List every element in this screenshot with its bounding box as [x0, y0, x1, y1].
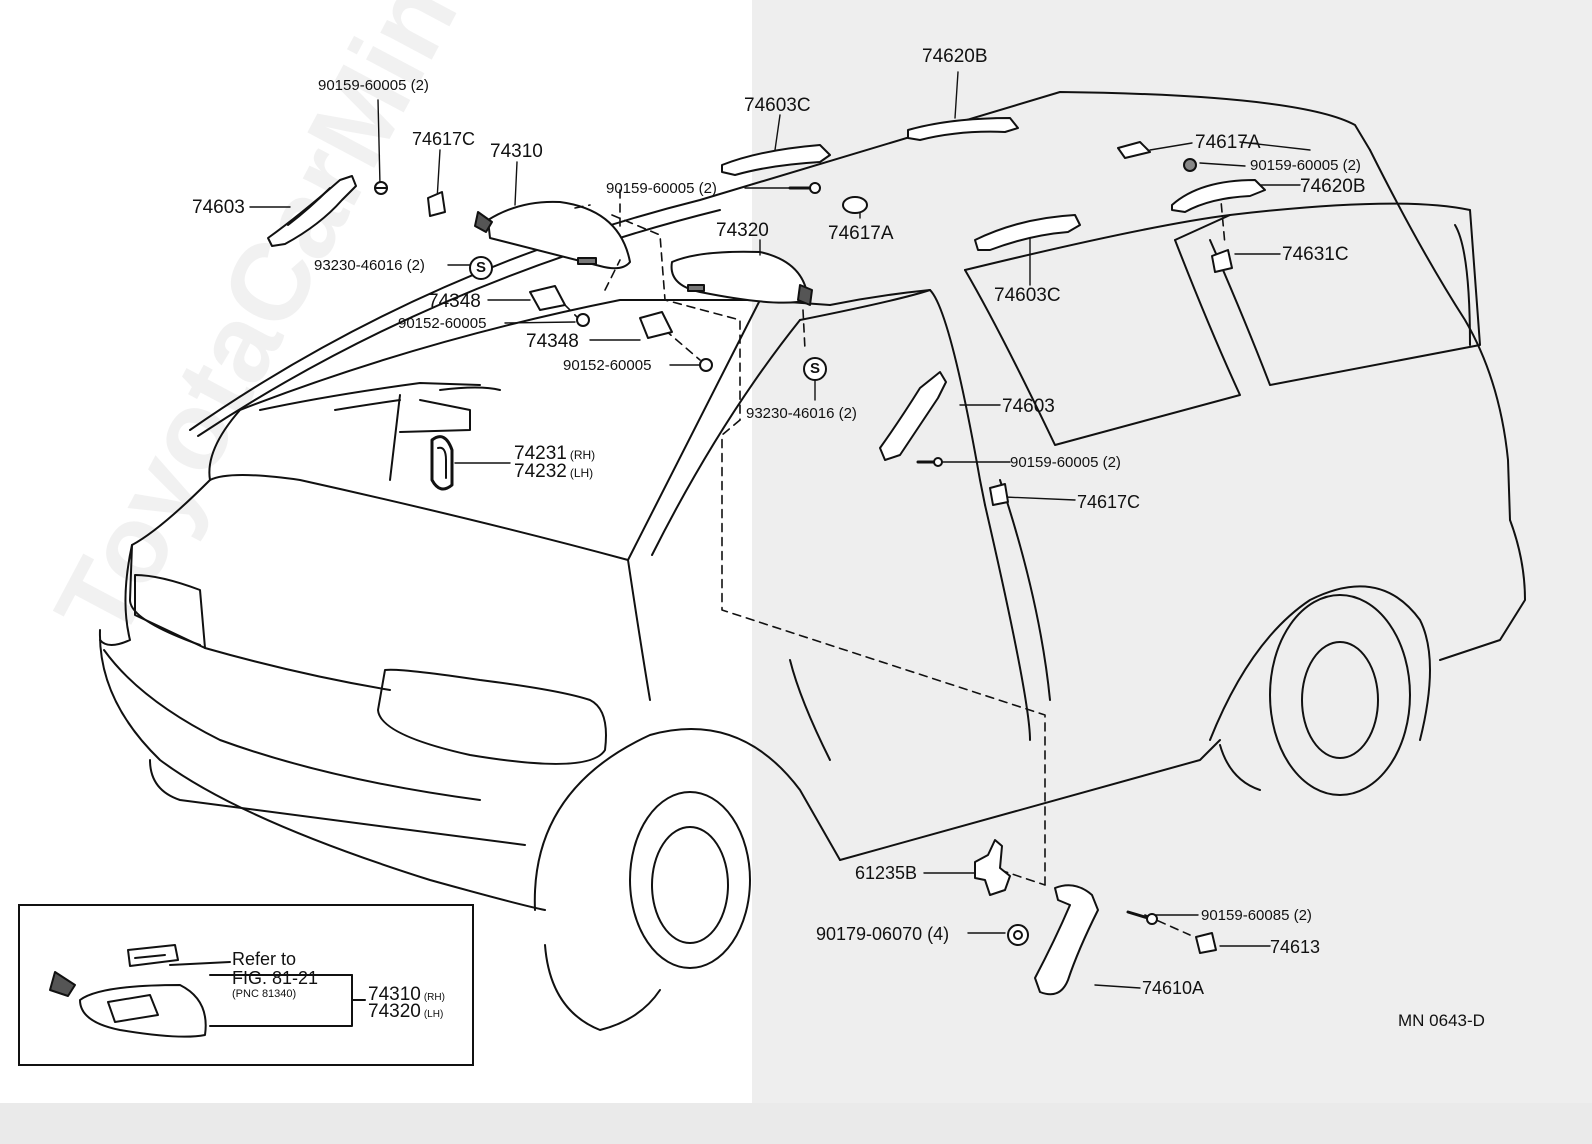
callout-74620b-right: 74620B — [1300, 176, 1366, 197]
callout-74232: 74232(LH) — [514, 462, 593, 481]
callout-90179-06070: 90179-06070 (4) — [816, 924, 950, 944]
bracket-61235b — [974, 839, 1011, 896]
callout-74231-side: (RH) — [569, 448, 596, 462]
callout-74631c: 74631C — [1282, 244, 1349, 265]
screw-90159-mid — [788, 182, 821, 194]
inset-callout-74310: 74310(RH) — [368, 985, 445, 1004]
clip-74613 — [1195, 932, 1217, 954]
sun-visor-74310 — [474, 200, 631, 270]
callout-74617a-right: 74617A — [1195, 132, 1261, 153]
callout-74603c-top: 74603C — [744, 95, 811, 116]
callout-90159-60085: 90159-60085 (2) — [1201, 907, 1312, 924]
callout-74310: 74310 — [490, 141, 543, 162]
nut-90179 — [1007, 924, 1029, 946]
s-mark-left-text: S — [476, 259, 487, 276]
callout-74617c-top: 74617C — [412, 129, 476, 149]
assist-grip-74620b-top — [907, 117, 1019, 141]
callout-90159-60005-right: 90159-60005 (2) — [1250, 157, 1361, 174]
background-right-panel — [752, 0, 1592, 1103]
callout-74613: 74613 — [1270, 937, 1321, 957]
callout-74231: 74231(RH) — [514, 444, 595, 463]
clip-74617c-lower — [989, 483, 1009, 506]
callout-61235b: 61235B — [855, 863, 918, 883]
callout-74603-right: 74603 — [1002, 396, 1055, 417]
inset-callout-74310-number: 74310 — [368, 984, 421, 1005]
screw-90159-60085 — [1126, 910, 1158, 925]
callout-93230-46016-right: 93230-46016 (2) — [746, 405, 857, 422]
callout-74617a-mid: 74617A — [828, 223, 894, 244]
assist-grip-74603-right — [879, 371, 947, 461]
assist-grip-74603c-right — [974, 214, 1081, 251]
callout-90159-60005-lower: 90159-60005 (2) — [1010, 454, 1121, 471]
assist-grip-74620b-right — [1171, 179, 1266, 213]
inset-refer-line1: Refer to — [232, 949, 297, 969]
callout-90159-60005-mid: 90159-60005 (2) — [606, 180, 717, 197]
callout-74610a: 74610A — [1142, 978, 1205, 998]
callout-74603-left: 74603 — [192, 197, 245, 218]
callout-90152-60005-a: 90152-60005 — [398, 315, 487, 332]
inset-panel — [18, 904, 474, 1066]
leader-dashed-lines — [554, 189, 1226, 936]
cap-74617a-mid — [842, 196, 868, 214]
inset-visor-drawing — [49, 944, 366, 1038]
inset-callout-74320-number: 74320 — [368, 1001, 421, 1022]
assist-grip-74603-left — [267, 175, 357, 247]
callout-74348-b: 74348 — [526, 331, 579, 352]
callout-74232-number: 74232 — [514, 461, 567, 482]
visor-holder-74348-a — [529, 285, 590, 327]
sun-visor-74320 — [670, 250, 813, 306]
s-mark-right — [803, 357, 827, 381]
callout-74320: 74320 — [716, 220, 769, 241]
callout-74348-a: 74348 — [428, 291, 481, 312]
assist-grip-74603c-top — [721, 144, 831, 176]
visor-holder-74348-b — [639, 311, 713, 372]
callout-74620b-top: 74620B — [922, 46, 988, 67]
clip-74631c — [1211, 249, 1233, 273]
callout-74617c-lower: 74617C — [1077, 492, 1141, 512]
inset-callout-74310-side: (RH) — [423, 992, 445, 1003]
callout-90159-60005-top: 90159-60005 (2) — [318, 77, 429, 94]
callout-93230-46016-left: 93230-46016 (2) — [314, 257, 425, 274]
inset-callout-74320: 74320(LH) — [368, 1002, 443, 1021]
leader-lines — [249, 71, 1311, 989]
clip-74617c-top — [427, 191, 446, 217]
s-mark-left — [469, 256, 493, 280]
drawing-code: MN 0643-D — [1398, 1011, 1485, 1030]
cap-74617a-right — [1117, 141, 1151, 159]
mirror-lamp-74231 — [430, 435, 454, 491]
callout-90152-60005-b: 90152-60005 — [563, 357, 652, 374]
inset-refer-line3: (PNC 81340) — [232, 988, 297, 1000]
s-mark-right-text: S — [810, 360, 821, 377]
callout-74232-side: (LH) — [569, 466, 594, 480]
callout-74603c-right: 74603C — [994, 285, 1061, 306]
screw-90159-right — [1183, 158, 1197, 172]
screw-90159-lower — [916, 457, 943, 467]
background-bottom-strip — [0, 1103, 1592, 1144]
screw-90159-top — [374, 181, 388, 195]
assist-grip-74610a — [1034, 884, 1099, 996]
inset-callout-74320-side: (LH) — [423, 1009, 444, 1020]
van-body — [98, 91, 1526, 1031]
inset-refer-line2: FIG. 81-21 — [232, 968, 319, 988]
callout-74231-number: 74231 — [514, 443, 567, 464]
